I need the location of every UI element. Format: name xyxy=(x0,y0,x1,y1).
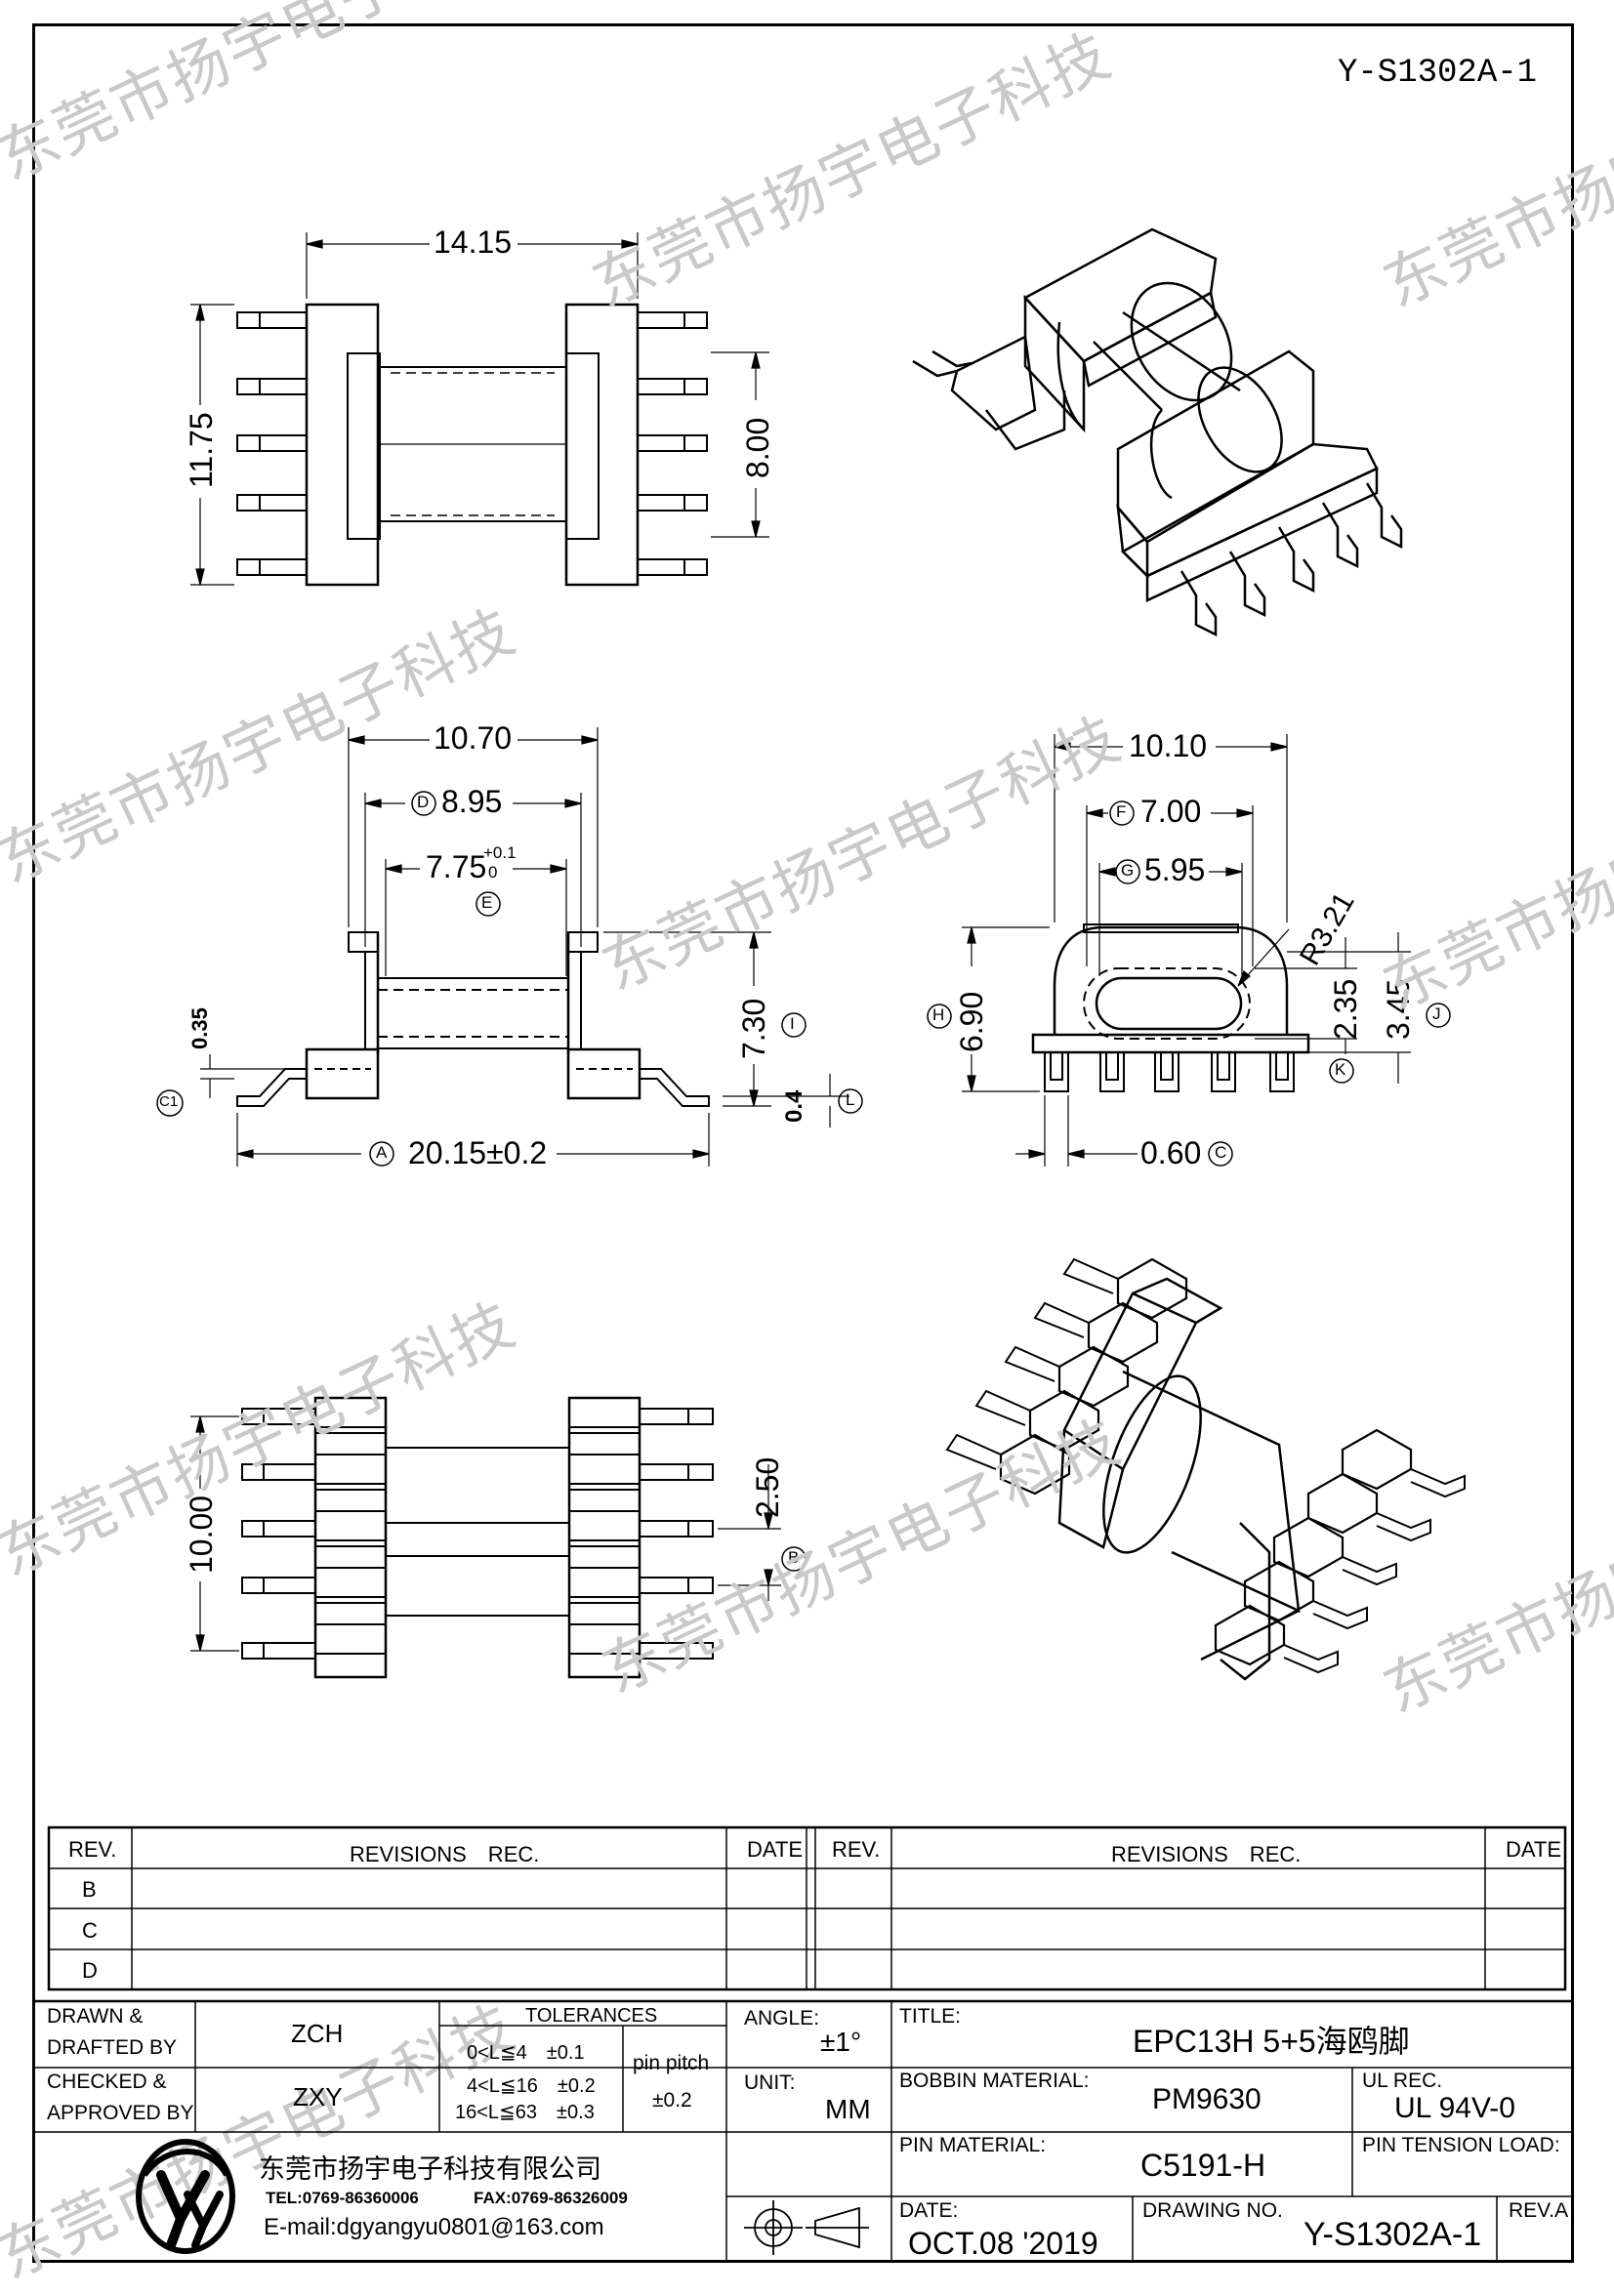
rec-header-left: REVISIONS REC. xyxy=(350,1842,540,1866)
angle-value: ±1° xyxy=(820,2027,862,2057)
marker-l: L xyxy=(846,1090,855,1109)
drafted-label: DRAFTED BY xyxy=(47,2036,178,2059)
company-name: 东莞市扬宇电子科技有限公司 xyxy=(259,2154,601,2185)
marker-k: K xyxy=(1335,1060,1346,1079)
tol-2: 4<L≦16 ±0.2 xyxy=(467,2075,596,2097)
rev-label: REV.A xyxy=(1509,2199,1569,2222)
drawing-code: Y-S1302A-1 xyxy=(1338,55,1538,92)
unit-label: UNIT: xyxy=(744,2071,796,2094)
bobbin-label: BOBBIN MATERIAL: xyxy=(899,2070,1090,2092)
isometric-view-bottom xyxy=(945,1257,1466,1681)
marker-c1: C1 xyxy=(159,1093,179,1110)
marker-f: F xyxy=(1116,802,1127,821)
checked-label: CHECKED & xyxy=(47,2070,167,2093)
dim-front-e: 7.75 xyxy=(426,849,487,884)
marker-i: I xyxy=(790,1014,795,1033)
yy-logo-icon xyxy=(136,2139,235,2254)
marker-c: C xyxy=(1215,1143,1227,1162)
rev-row-b: B xyxy=(82,1877,97,1902)
drawing-no-label: DRAWING NO. xyxy=(1142,2199,1283,2222)
rec-header-right: REVISIONS REC. xyxy=(1111,1842,1302,1866)
company-logo xyxy=(127,2136,244,2258)
dim-side-g: 5.95 xyxy=(1144,852,1206,887)
marker-h: H xyxy=(932,1005,945,1024)
drawn-label: DRAWN & xyxy=(47,2005,144,2028)
marker-d: D xyxy=(417,793,430,811)
title-label: TITLE: xyxy=(899,2005,962,2028)
pin-tension-label: PIN TENSION LOAD: xyxy=(1362,2134,1560,2156)
dim-side-f: 7.00 xyxy=(1140,794,1202,829)
marker-j: J xyxy=(1432,1004,1441,1023)
tolerances-label: TOLERANCES xyxy=(525,2005,658,2027)
dim-front-a: 20.15±0.2 xyxy=(408,1135,548,1170)
marker-e: E xyxy=(481,893,493,912)
pin-pitch-value: ±0.2 xyxy=(652,2089,692,2112)
date-header-right: DATE xyxy=(1506,1837,1562,1862)
rev-header-right: REV. xyxy=(832,1837,881,1862)
tol-1: 0<L≦4 ±0.1 xyxy=(467,2042,585,2064)
marker-g: G xyxy=(1121,861,1135,880)
company-email: E-mail:dgyangyu0801@163.com xyxy=(264,2214,604,2240)
approved-label: APPROVED BY xyxy=(47,2102,194,2124)
company-tel: TEL:0769-86360006 xyxy=(266,2189,419,2207)
pin-pitch-label: pin pitch xyxy=(633,2052,710,2074)
pin-material-value: C5191-H xyxy=(1140,2148,1266,2183)
ul-value: UL 94V-0 xyxy=(1394,2092,1515,2124)
dim-front-e-tol-plus: +0.1 xyxy=(483,843,517,862)
dim-front-d: 8.95 xyxy=(441,784,503,819)
drawn-value: ZCH xyxy=(291,2019,344,2048)
rev-header-left: REV. xyxy=(68,1837,117,1862)
company-fax: FAX:0769-86326009 xyxy=(474,2189,628,2207)
pin-material-label: PIN MATERIAL: xyxy=(899,2134,1047,2156)
front-view xyxy=(200,727,849,1167)
tol-3: 16<L≦63 ±0.3 xyxy=(455,2102,595,2123)
rev-row-c: C xyxy=(82,1918,98,1943)
side-view xyxy=(962,734,1411,1167)
date-label: DATE: xyxy=(899,2199,959,2222)
marker-a: A xyxy=(376,1143,388,1162)
dim-side-outer: 10.10 xyxy=(1129,728,1208,763)
dim-side-c: 0.60 xyxy=(1140,1135,1202,1170)
checked-value: ZXY xyxy=(293,2082,343,2112)
projection-symbol-icon xyxy=(744,2200,869,2255)
unit-value: MM xyxy=(825,2094,871,2124)
drawing-border xyxy=(32,23,1574,2263)
marker-b: B xyxy=(788,1548,800,1567)
angle-label: ANGLE: xyxy=(744,2007,820,2030)
date-value: OCT.08 '2019 xyxy=(908,2226,1098,2261)
technical-drawing xyxy=(156,227,1466,1681)
dim-top-width: 14.15 xyxy=(434,225,513,260)
dim-front-e-tol-minus: 0 xyxy=(488,863,498,882)
ul-label: UL REC. xyxy=(1362,2070,1443,2092)
rev-row-d: D xyxy=(82,1958,98,1983)
title-value: EPC13H 5+5海鸥脚 xyxy=(1133,2024,1410,2059)
date-header-left: DATE xyxy=(747,1837,804,1862)
drawing-no-value: Y-S1302A-1 xyxy=(1304,2216,1482,2253)
bottom-view xyxy=(190,1396,781,1679)
bobbin-value: PM9630 xyxy=(1152,2083,1262,2115)
top-view xyxy=(190,232,769,587)
isometric-view-top xyxy=(912,227,1403,637)
dim-front-outer: 10.70 xyxy=(434,720,513,756)
